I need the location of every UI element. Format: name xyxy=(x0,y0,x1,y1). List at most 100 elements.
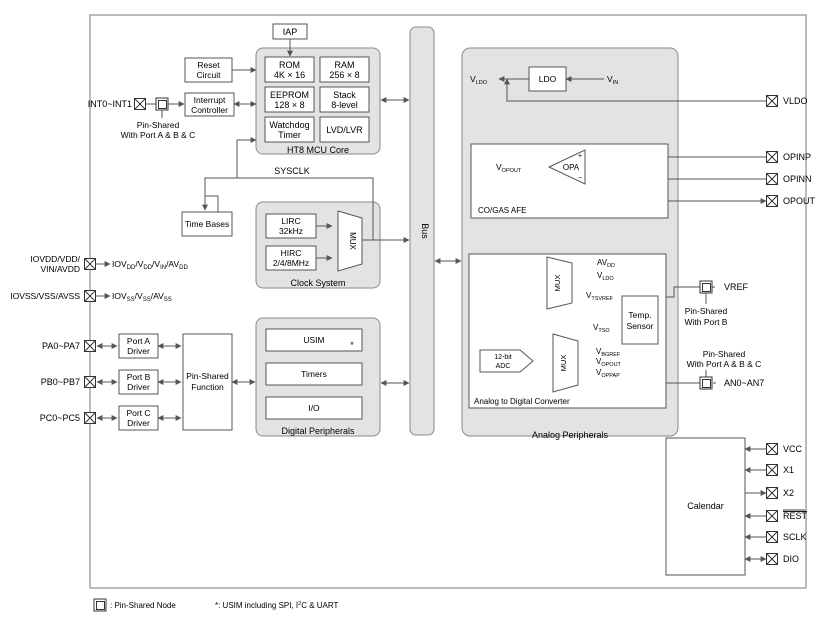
watchdog-label-2: Timer xyxy=(278,130,301,140)
vldo-left-label: VLDO xyxy=(470,74,488,86)
port-c-driver-block xyxy=(118,405,159,431)
lvd-block xyxy=(319,116,370,143)
digital-peripherals-title: Digital Peripherals xyxy=(281,426,355,436)
opa-label: OPA xyxy=(563,163,580,172)
lvd-label: LVD/LVR xyxy=(326,125,363,135)
eeprom-size: 128 × 8 xyxy=(274,100,304,110)
pc-pin-label: PC0~PC5 xyxy=(40,413,80,423)
x2-pin-icon xyxy=(766,487,778,499)
opinp-pin-icon xyxy=(766,151,778,163)
adc-bits-label: 12-bit xyxy=(494,354,512,361)
port-c-label: Port C xyxy=(126,408,150,418)
clock-mux xyxy=(337,210,363,272)
calendar-label: Calendar xyxy=(687,501,724,511)
port-a-driver-block xyxy=(118,333,159,359)
rom-label: ROM xyxy=(279,60,300,70)
afe-box xyxy=(470,143,669,219)
hirc-block xyxy=(265,245,317,271)
port-b-driver-block xyxy=(118,369,159,395)
vss-pin-label: IOVSS/VSS/AVSS xyxy=(10,291,80,301)
opa-plus-label: + xyxy=(578,153,582,160)
pin-shared-function-block xyxy=(182,333,233,431)
pb-pin-icon xyxy=(84,376,96,388)
iap-block xyxy=(272,23,308,40)
vtsvref-label: VTSVREF xyxy=(586,291,614,302)
vtso-label: VTSO xyxy=(593,323,610,334)
rom-size: 4K × 16 xyxy=(274,70,305,80)
sclk-pin-label: SCLK xyxy=(783,532,807,542)
watchdog-block xyxy=(264,116,315,143)
clock-system-title: Clock System xyxy=(290,278,345,288)
reset-label-2: Circuit xyxy=(196,70,221,80)
adc-label: ADC xyxy=(496,363,511,370)
adc-title: Analog to Digital Converter xyxy=(474,397,570,406)
sclk-pin-icon xyxy=(766,531,778,543)
vref-node-icon xyxy=(699,280,713,294)
vref-note-2: With Port B xyxy=(685,317,728,327)
opout-pin-label: OPOUT xyxy=(783,196,816,206)
opout-pin-icon xyxy=(766,195,778,207)
adc-block xyxy=(479,349,534,373)
legend-node-icon xyxy=(93,598,107,612)
mcu-core-title: HT8 MCU Core xyxy=(287,145,349,155)
dio-pin-label: DIO xyxy=(783,554,799,564)
pin-shared-node-icon xyxy=(155,97,169,111)
opinn-pin-icon xyxy=(766,173,778,185)
ram-size: 256 × 8 xyxy=(329,70,359,80)
lirc-block xyxy=(265,213,317,239)
temp-sensor-block xyxy=(621,295,659,345)
usim-footnote-mark: * xyxy=(350,340,354,350)
int-pin-icon xyxy=(134,98,146,110)
port-c-driver-label: Driver xyxy=(127,418,150,428)
vldo-adc-label: VLDO xyxy=(597,271,614,282)
io-block xyxy=(265,396,363,420)
vldo-pin-icon xyxy=(766,95,778,107)
interrupt-label: Interrupt xyxy=(194,95,226,105)
legend-usim-note: *: USIM including SPI, I2C & UART xyxy=(215,601,339,610)
lirc-label: LIRC xyxy=(281,216,300,226)
hirc-label: HIRC xyxy=(281,248,302,258)
calendar-block xyxy=(665,437,746,576)
port-b-label: Port B xyxy=(127,372,151,382)
stack-levels: 8-level xyxy=(331,100,358,110)
lirc-freq: 32kHz xyxy=(279,226,303,236)
vcc-pin-icon xyxy=(766,443,778,455)
io-label: I/O xyxy=(308,403,320,413)
x1-pin-label: X1 xyxy=(783,465,794,475)
temp-sensor-label-2: Sensor xyxy=(627,321,654,331)
x1-pin-icon xyxy=(766,464,778,476)
ldo-block xyxy=(528,66,567,92)
reset-label: Reset xyxy=(197,60,220,70)
vcc-pin-label: VCC xyxy=(783,444,803,454)
stack-block xyxy=(319,86,370,113)
an-pin-label: AN0~AN7 xyxy=(724,378,764,388)
rest-pin-icon xyxy=(766,510,778,522)
pb-pin-label: PB0~PB7 xyxy=(41,377,80,387)
int-pin-note: Pin-Shared xyxy=(137,120,180,130)
vss-pin-icon xyxy=(84,290,96,302)
interrupt-label-2: Controller xyxy=(191,105,228,115)
bus-label: Bus xyxy=(420,223,430,239)
ldo-label: LDO xyxy=(539,74,557,84)
pin-shared-function-label: Function xyxy=(191,382,224,392)
afe-vopout-label: VOPOUT xyxy=(496,162,522,174)
vref-note: Pin-Shared xyxy=(685,306,728,316)
port-a-label: Port A xyxy=(127,336,150,346)
eeprom-label: EEPROM xyxy=(270,90,309,100)
adc-mux-bottom-label: MUX xyxy=(559,355,568,372)
ram-label: RAM xyxy=(335,60,355,70)
opinp-pin-label: OPINP xyxy=(783,152,811,162)
vin-label: VIN xyxy=(607,74,618,86)
vdd-pin-label-2: VIN/AVDD xyxy=(40,264,80,274)
timers-label: Timers xyxy=(301,369,327,379)
watchdog-label: Watchdog xyxy=(269,120,309,130)
an-note-2: With Port A & B & C xyxy=(687,359,762,369)
avdd-label: AVDD xyxy=(597,258,615,269)
interrupt-controller-block xyxy=(184,92,235,117)
vldo-pin-label: VLDO xyxy=(783,96,808,106)
clock-mux-label: MUX xyxy=(348,232,357,250)
usim-label: USIM xyxy=(303,335,324,345)
timers-block xyxy=(265,362,363,386)
eeprom-block xyxy=(264,86,315,113)
